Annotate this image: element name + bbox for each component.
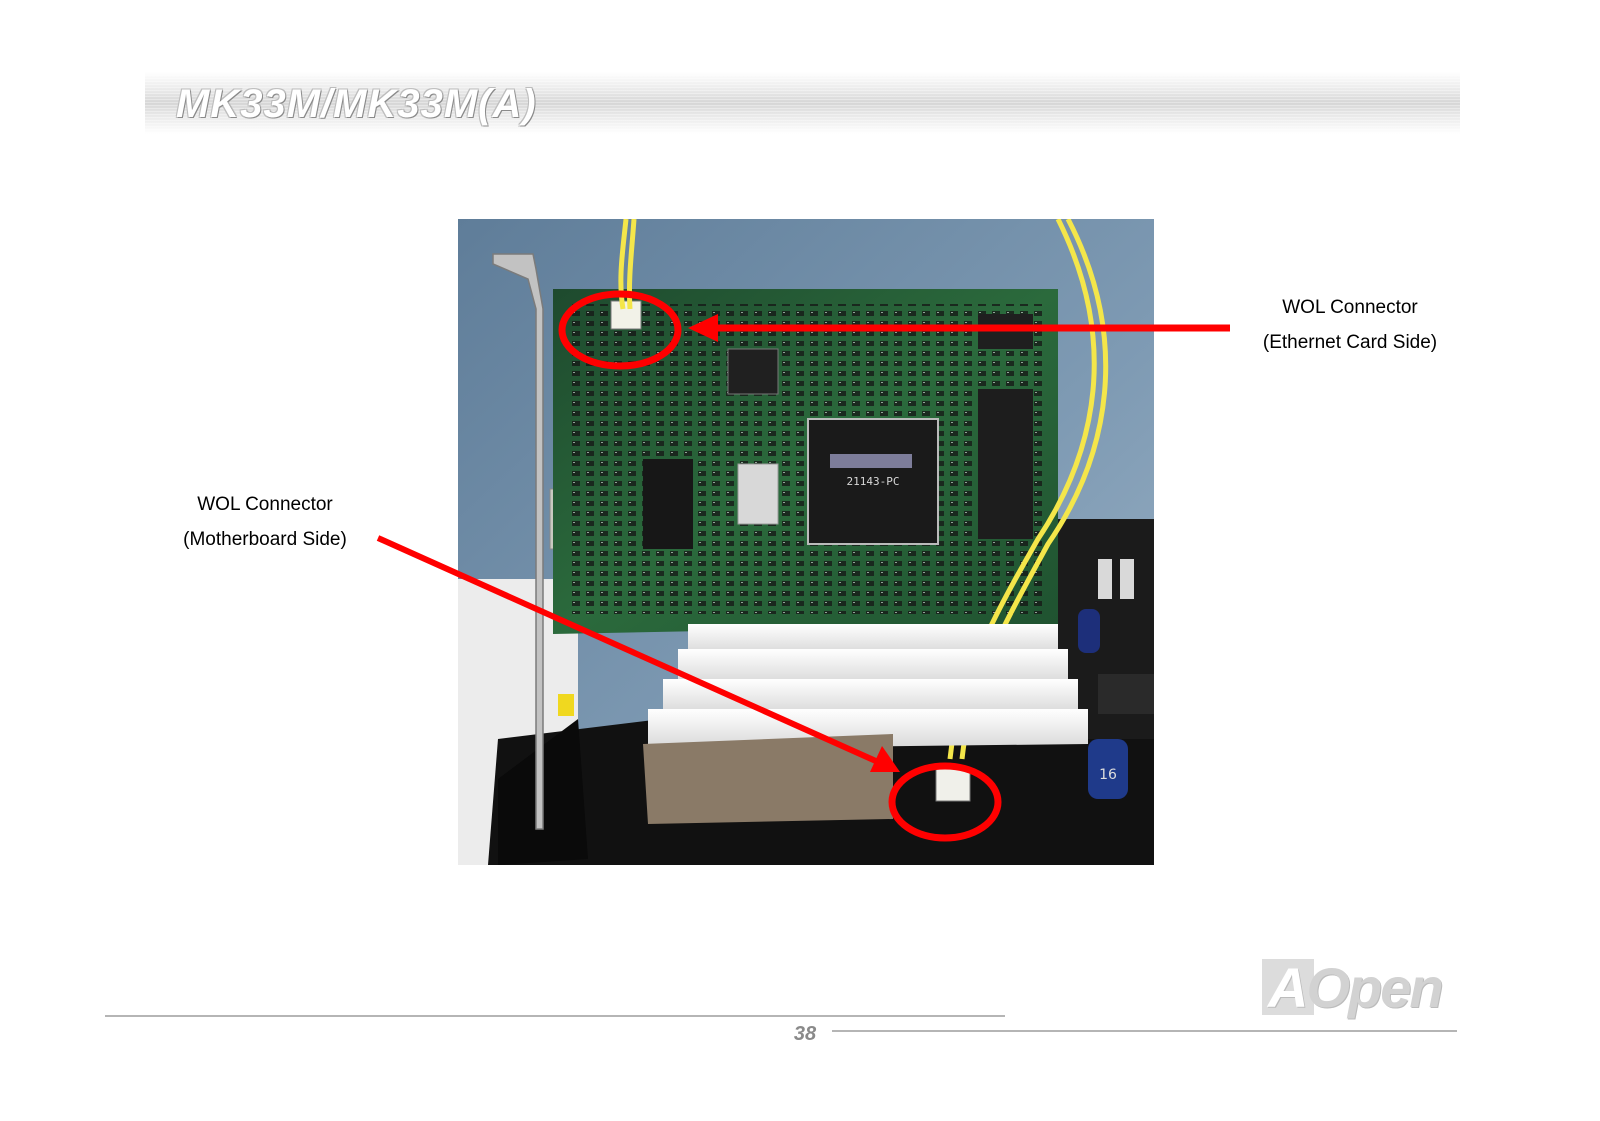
callout-motherboard-line1: WOL Connector: [197, 494, 333, 515]
aopen-logo-rest: Open: [1306, 956, 1443, 1019]
model-title: MK33M/MK33M(A): [176, 82, 537, 126]
footer-rule-left: [105, 1015, 1005, 1017]
callout-ethernet-side: WOL Connector (Ethernet Card Side): [1245, 290, 1455, 360]
aopen-logo-first-letter: A: [1268, 956, 1308, 1019]
callout-motherboard-side: WOL Connector (Motherboard Side): [160, 487, 370, 557]
page-number: 38: [793, 1023, 817, 1045]
header-band: [145, 72, 1460, 134]
aopen-logo-box: [1262, 959, 1314, 1015]
aopen-logo: AOpen: [1262, 955, 1452, 1020]
ethernet-card-photo: 16 21143-PC: [458, 219, 1154, 865]
callout-motherboard-line2: (Motherboard Side): [183, 529, 347, 550]
svg-text:16: 16: [1099, 767, 1117, 783]
footer-rule-right: [832, 1030, 1457, 1032]
callout-ethernet-line1: WOL Connector: [1282, 297, 1418, 318]
callout-ethernet-line2: (Ethernet Card Side): [1262, 332, 1438, 353]
aopen-logo-text: AOpen: [1268, 955, 1444, 1020]
svg-text:21143-PC: 21143-PC: [847, 475, 900, 488]
